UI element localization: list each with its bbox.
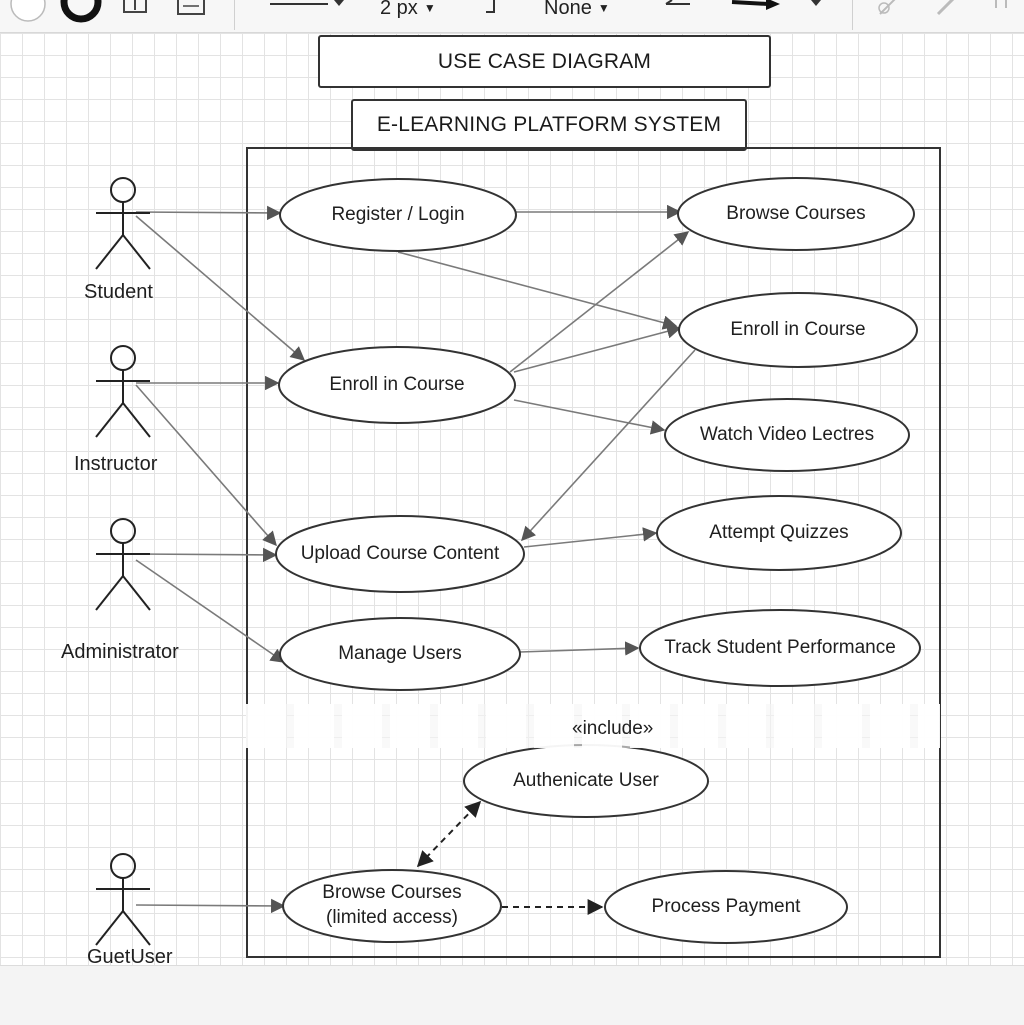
diagram-title[interactable]: USE CASE DIAGRAM bbox=[318, 35, 771, 88]
more-options-icon[interactable] bbox=[990, 0, 1024, 28]
chevron-down-icon: ▼ bbox=[597, 1, 610, 15]
association-enroll_left-to-enroll_right[interactable] bbox=[513, 324, 682, 373]
association-student-to-register[interactable] bbox=[135, 205, 282, 221]
use-case-quizzes[interactable] bbox=[656, 495, 902, 571]
association-enroll_left-to-browse[interactable] bbox=[509, 231, 690, 373]
format-icon[interactable] bbox=[172, 0, 212, 28]
use-case-label-browse: Browse Courses bbox=[726, 202, 866, 224]
insert-icon[interactable] bbox=[118, 0, 154, 28]
use-case-upload[interactable] bbox=[275, 515, 525, 593]
line-width-select[interactable]: 2 px ▼ bbox=[380, 0, 436, 22]
render-artifact-strip bbox=[246, 704, 940, 748]
actor-label-administrator: Administrator bbox=[61, 641, 179, 663]
actor-guest-icon[interactable] bbox=[95, 853, 151, 946]
toolbar-divider bbox=[234, 0, 235, 30]
use-case-label-enroll-right: Enroll in Course bbox=[730, 318, 866, 340]
use-case-label-upload: Upload Course Content bbox=[300, 542, 500, 564]
use-case-shapes bbox=[275, 177, 921, 944]
use-case-watch[interactable] bbox=[664, 398, 910, 472]
association-enroll_left-to-watch[interactable] bbox=[513, 399, 666, 435]
use-case-label-track: Track Student Performance bbox=[664, 636, 896, 658]
use-case-enroll-right[interactable] bbox=[678, 292, 918, 368]
use-case-browse[interactable] bbox=[677, 177, 915, 251]
line-width-value: 2 px bbox=[380, 0, 418, 19]
dashed-relation-browse_limited-to-auth[interactable] bbox=[416, 800, 482, 868]
actor-student-icon[interactable] bbox=[95, 177, 151, 270]
stroke-color-icon[interactable] bbox=[56, 0, 106, 28]
use-case-label-payment: Process Payment bbox=[651, 895, 801, 917]
use-case-label-enroll-left: Enroll in Course bbox=[329, 373, 465, 395]
status-area bbox=[0, 965, 1024, 1025]
system-boundary[interactable] bbox=[246, 147, 941, 958]
association-student-to-enroll_left[interactable] bbox=[135, 215, 306, 361]
connectors bbox=[135, 204, 696, 915]
include-stereotype-label: «include» bbox=[572, 718, 654, 739]
use-case-browse-limited[interactable] bbox=[282, 869, 502, 943]
line-start-icon[interactable] bbox=[660, 0, 700, 28]
association-register-to-enroll_right[interactable] bbox=[397, 251, 678, 330]
ellipse-tool-icon[interactable] bbox=[6, 0, 46, 28]
arrow-style-select[interactable]: None ▼ bbox=[544, 0, 610, 22]
waypoint-icon[interactable] bbox=[482, 0, 502, 28]
actor-label-instructor: Instructor bbox=[74, 453, 158, 475]
use-case-label-watch: Watch Video Lectres bbox=[699, 423, 875, 445]
association-administrator-to-upload[interactable] bbox=[135, 547, 278, 563]
use-case-register[interactable] bbox=[279, 178, 517, 252]
toolbar: 2 px ▼ None ▼ bbox=[0, 0, 1024, 33]
use-case-payment[interactable] bbox=[604, 870, 848, 944]
use-case-enroll-left[interactable] bbox=[278, 346, 516, 424]
actor-label-guest: GuetUser bbox=[87, 946, 173, 968]
association-enroll_right-to-upload[interactable] bbox=[521, 349, 696, 542]
pencil-icon[interactable] bbox=[930, 0, 964, 28]
toolbar-divider bbox=[852, 0, 853, 30]
actor-figures bbox=[95, 177, 151, 946]
use-case-label-browse-limited: Browse Courses (limited access) bbox=[322, 882, 462, 928]
line-end-icon[interactable] bbox=[728, 0, 788, 28]
use-case-track[interactable] bbox=[639, 609, 921, 687]
actor-instructor-icon[interactable] bbox=[95, 345, 151, 438]
use-case-label-auth: Authenicate User bbox=[513, 769, 659, 791]
association-manage-to-track[interactable] bbox=[519, 641, 640, 656]
association-upload-to-quizzes[interactable] bbox=[523, 527, 658, 548]
association-guest-to-browse_limited[interactable] bbox=[135, 898, 286, 914]
arrow-style-value: None bbox=[544, 0, 592, 19]
edit-style-icon[interactable] bbox=[872, 0, 906, 28]
system-name-label[interactable]: E-LEARNING PLATFORM SYSTEM bbox=[351, 99, 747, 151]
chevron-down-icon: ▼ bbox=[423, 1, 436, 15]
use-case-label-register: Register / Login bbox=[331, 203, 465, 225]
association-administrator-to-manage[interactable] bbox=[135, 559, 286, 663]
use-case-label-manage: Manage Users bbox=[338, 642, 462, 664]
use-case-manage[interactable] bbox=[279, 617, 521, 691]
actor-administrator-icon[interactable] bbox=[95, 518, 151, 611]
association-instructor-to-upload[interactable] bbox=[135, 384, 277, 547]
actor-label-student: Student bbox=[84, 281, 153, 303]
line-style-select[interactable] bbox=[266, 0, 346, 28]
use-case-label-quizzes: Attempt Quizzes bbox=[709, 521, 849, 543]
more-caret-icon[interactable] bbox=[806, 0, 826, 28]
